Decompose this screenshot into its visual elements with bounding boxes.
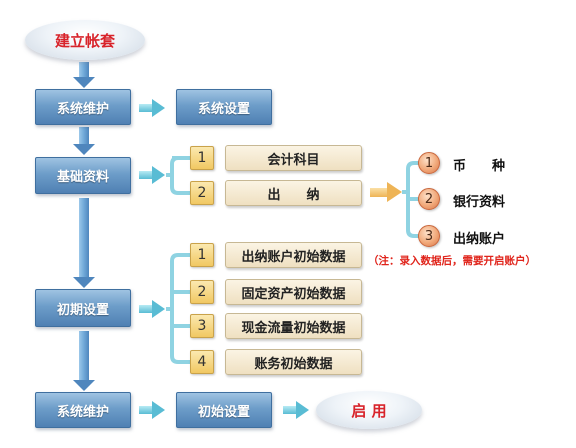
initial-item-4: 账务初始数据 [225, 349, 362, 375]
number-text: 3 [424, 228, 434, 244]
initial-item-3-number: 3 [190, 314, 214, 338]
item-label: 固定资产初始数据 [241, 286, 346, 302]
initial-item-2-number: 2 [190, 280, 214, 304]
initial-item-1-number: 1 [190, 243, 214, 267]
basic-item-2: 出 纳 [225, 180, 362, 206]
initial-item-1: 出纳账户初始数据 [225, 242, 362, 268]
cashier-item-2-number: 2 [418, 188, 440, 210]
step-basic-data: 基础资料 [35, 157, 131, 194]
number-text: 1 [424, 155, 434, 171]
step-label: 系统维护 [56, 404, 109, 420]
initial-item-2: 固定资产初始数据 [225, 279, 362, 305]
step-label: 初期设置 [56, 302, 109, 318]
cashier-item-3-label: 出纳账户 [453, 232, 506, 247]
down-arrow-2 [73, 127, 95, 155]
basic-item-2-number: 2 [190, 181, 214, 205]
item-label: 现金流量初始数据 [241, 320, 346, 336]
right-arrow-bottom-1 [139, 401, 165, 419]
step-label: 系统设置 [197, 101, 250, 117]
down-arrow-4 [73, 331, 95, 391]
right-arrow-basic [139, 166, 165, 184]
cashier-item-1-number: 1 [418, 152, 440, 174]
item-label: 出纳账户初始数据 [241, 249, 346, 265]
basic-item-1: 会计科目 [225, 145, 362, 171]
step-label: 基础资料 [56, 170, 109, 185]
step-initial-settings: 初期设置 [35, 289, 131, 327]
end-label: 启 用 [351, 401, 387, 420]
step-initialize-settings: 初始设置 [176, 392, 272, 428]
start-oval: 建立帐套 [25, 20, 145, 60]
number-text: 2 [197, 284, 207, 300]
number-text: 2 [424, 191, 434, 207]
basic-bracket [170, 156, 190, 195]
initial-item-3: 现金流量初始数据 [225, 313, 362, 339]
initial-bracket [170, 253, 190, 364]
item-label: 出 纳 [267, 187, 320, 203]
item-label: 会计科目 [267, 152, 320, 168]
item-label: 账务初始数据 [254, 356, 333, 372]
down-arrow-3 [73, 198, 95, 288]
number-text: 1 [197, 247, 207, 263]
right-arrow-initial [139, 300, 165, 318]
right-arrow-cashier [370, 182, 402, 202]
initial-item-4-number: 4 [190, 350, 214, 374]
step-system-maintain-bottom: 系统维护 [35, 392, 131, 428]
right-arrow-bottom-2 [283, 401, 309, 419]
note-text: （注：录入数据后，需要开启账户） [368, 255, 536, 267]
step-label: 初始设置 [197, 404, 250, 420]
number-text: 4 [197, 354, 207, 370]
start-label: 建立帐套 [54, 31, 115, 50]
step-system-settings: 系统设置 [176, 89, 272, 125]
down-arrow-1 [73, 62, 95, 88]
step-label: 系统维护 [56, 101, 109, 117]
cashier-item-2-label: 银行资料 [453, 195, 506, 210]
basic-item-1-number: 1 [190, 146, 214, 170]
number-text: 2 [197, 185, 207, 201]
step-system-maintain-top: 系统维护 [35, 89, 131, 125]
number-text: 1 [197, 150, 207, 166]
number-text: 3 [197, 318, 207, 334]
cashier-item-1-label: 币 种 [453, 159, 506, 174]
cashier-item-3-number: 3 [418, 225, 440, 247]
right-arrow-system [139, 99, 165, 117]
end-oval: 启 用 [316, 391, 422, 429]
